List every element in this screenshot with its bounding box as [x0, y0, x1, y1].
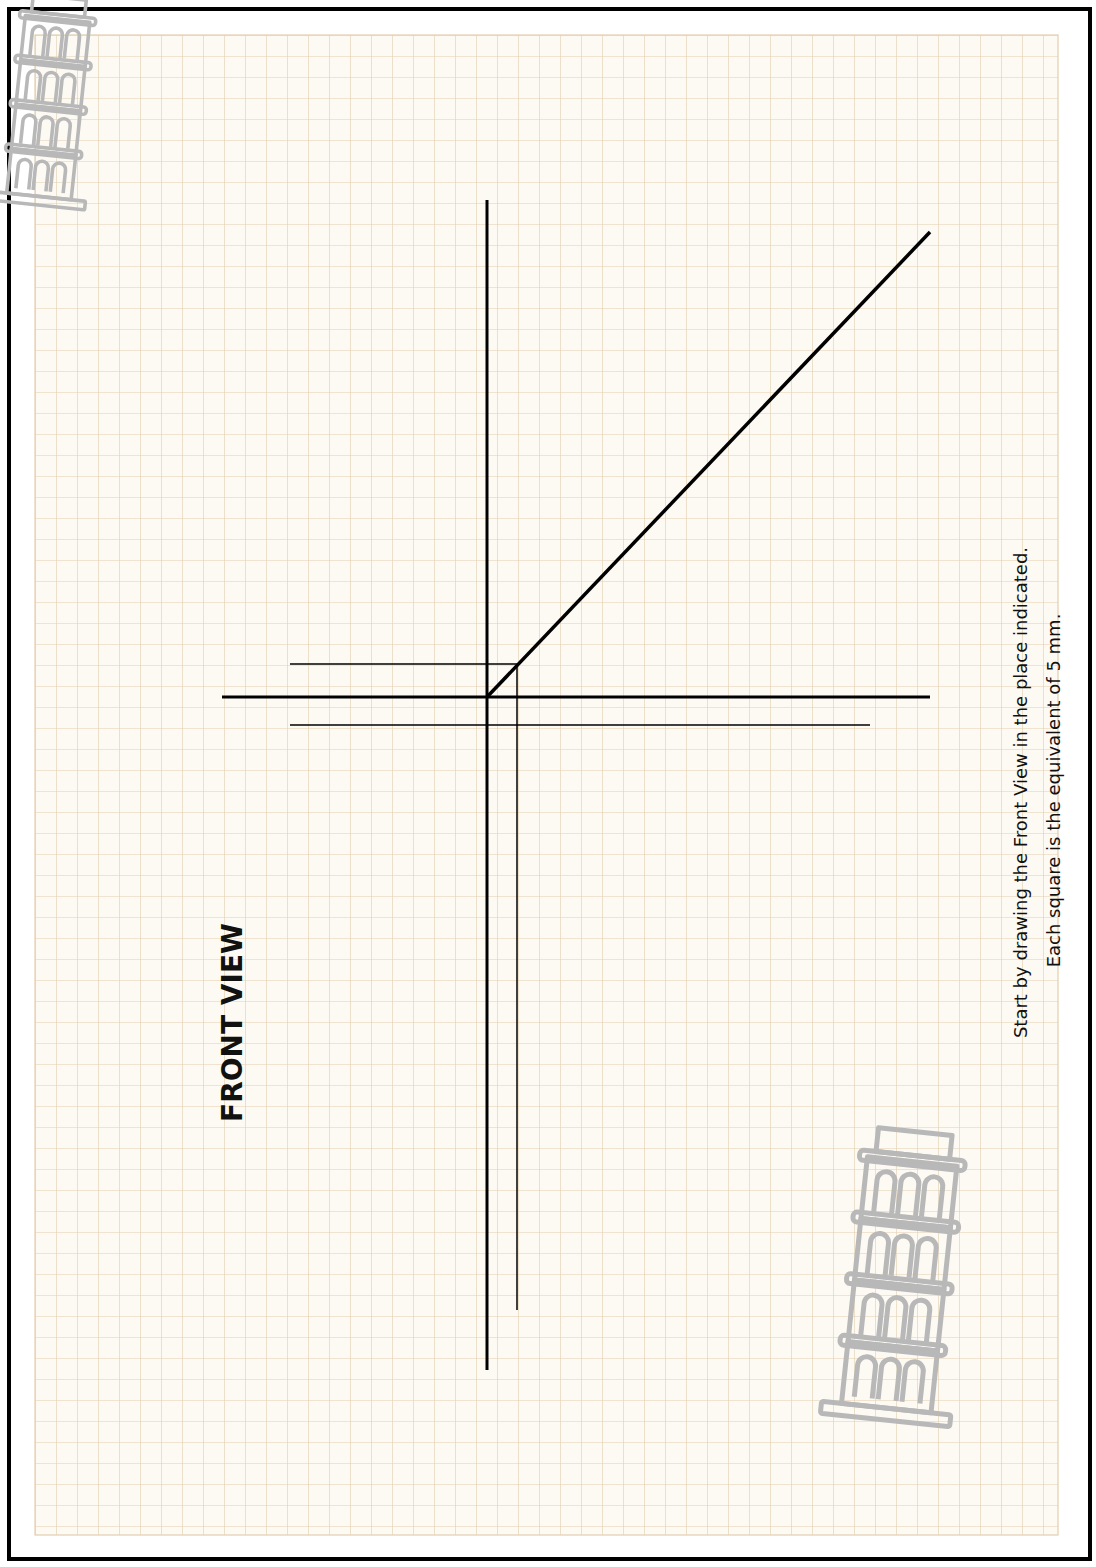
projection-lines: [222, 200, 930, 1370]
scale-note: Each square is the equivalent of 5 mm.: [1043, 613, 1064, 967]
instruction-note: Start by drawing the Front View in the p…: [1010, 546, 1031, 1037]
grid-paper: [35, 35, 1058, 1535]
sheet-border: [9, 9, 1090, 1559]
tower-watermarks: [0, 0, 980, 1427]
view-heading: FRONT VIEW: [216, 923, 249, 1122]
